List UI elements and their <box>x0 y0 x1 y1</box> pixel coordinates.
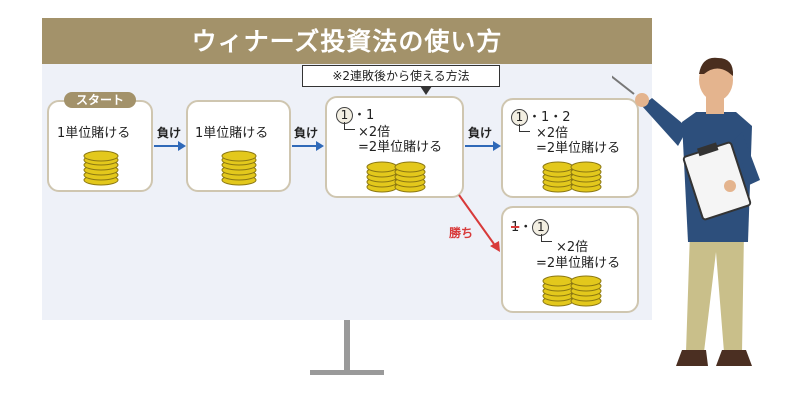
card-1-text: 1単位賭ける <box>57 126 131 141</box>
win-label: 勝ち <box>449 226 474 240</box>
card-3-sequence: 1・1 <box>336 104 374 124</box>
sequence-separator: ・ <box>519 220 533 235</box>
connector-elbow <box>519 124 530 132</box>
card-4-bet: =2単位賭ける <box>536 141 621 156</box>
coin-stack-3 <box>366 161 426 193</box>
presenter-illustration <box>612 57 760 366</box>
lose-label-1: 負け <box>157 126 182 140</box>
card-2-text: 1単位賭ける <box>195 126 269 141</box>
lose-arrow-1 <box>154 141 186 151</box>
card-4-sequence: 1・1・2 <box>511 106 571 126</box>
lose-arrow-2 <box>292 141 324 151</box>
connector-elbow <box>541 234 552 242</box>
card-5-multiplier: ×2倍 <box>556 240 589 255</box>
struck-number: 1 <box>511 220 520 235</box>
page-title: ウィナーズ投資法の使い方 <box>191 27 503 56</box>
win-arrow <box>458 194 500 252</box>
coin-stack-2 <box>221 150 257 186</box>
current-number-circle: 1 <box>532 219 550 236</box>
lose-label-2: 負け <box>294 126 319 140</box>
start-badge: スタート <box>64 92 136 108</box>
coin-stack-4 <box>542 161 602 193</box>
card-5-sequence: 1・1 <box>511 216 550 236</box>
board-stand-foot <box>310 370 384 375</box>
title-bar <box>42 18 652 64</box>
card-3-multiplier: ×2倍 <box>358 125 391 140</box>
sequence-rest: ・1・2 <box>528 110 571 125</box>
sequence-rest: ・1 <box>353 108 375 123</box>
note-callout: ※2連敗後から使える方法 <box>302 65 500 87</box>
coin-stack-1 <box>83 150 119 186</box>
coin-stack-5 <box>542 275 602 307</box>
card-3-bet: =2単位賭ける <box>358 140 443 155</box>
card-4-multiplier: ×2倍 <box>536 126 569 141</box>
connector-elbow <box>344 122 355 130</box>
card-5-bet: =2単位賭ける <box>536 256 621 271</box>
board-stand-pole <box>344 320 350 372</box>
lose-label-3: 負け <box>468 126 493 140</box>
note-callout-tail <box>420 86 432 95</box>
lose-arrow-3 <box>465 141 501 151</box>
